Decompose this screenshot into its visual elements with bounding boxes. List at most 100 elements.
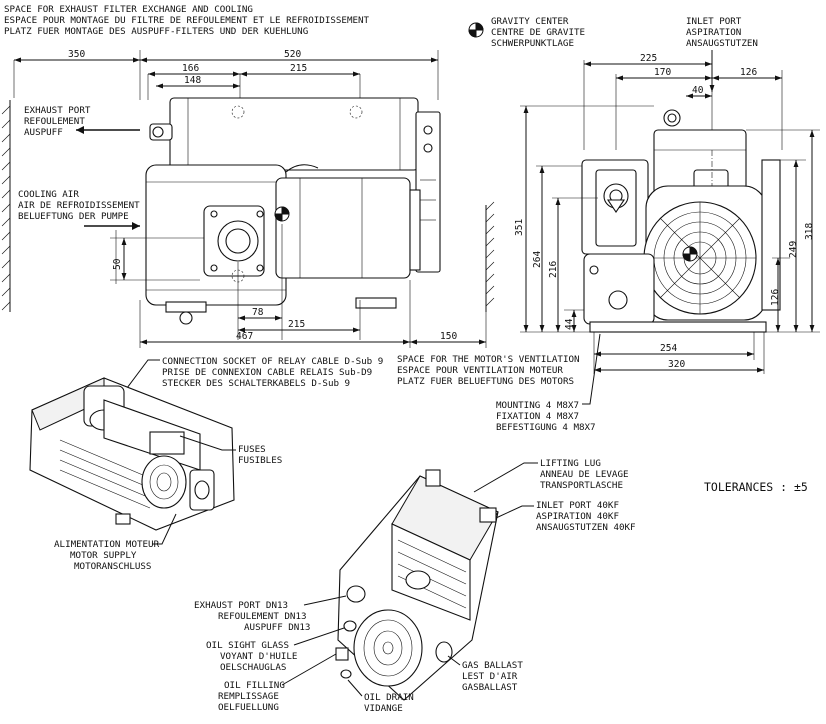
svg-text:44: 44	[564, 318, 575, 330]
svg-text:CENTRE DE GRAVITE: CENTRE DE GRAVITE	[491, 27, 585, 38]
note-inlet-port-40kf: INLET PORT 40KF ASPIRATION 40KF ANSAUGST…	[495, 500, 636, 533]
gravity-center-symbol-icon	[468, 22, 484, 38]
svg-text:SPACE FOR THE MOTOR'S VENTILAT: SPACE FOR THE MOTOR'S VENTILATION	[397, 354, 580, 365]
note-oil-drain: OIL DRAIN VIDANGE	[347, 679, 414, 714]
svg-text:GAS BALLAST: GAS BALLAST	[462, 660, 523, 671]
svg-text:225: 225	[640, 53, 657, 64]
svg-text:REMPLISSAGE: REMPLISSAGE	[218, 691, 279, 702]
svg-text:ANSAUGSTUTZEN: ANSAUGSTUTZEN	[686, 38, 758, 49]
svg-text:EXHAUST PORT: EXHAUST PORT	[24, 105, 91, 116]
note-mounting: MOUNTING 4 M8X7 FIXATION 4 M8X7 BEFESTIG…	[496, 333, 601, 433]
svg-text:REFOULEMENT DN13: REFOULEMENT DN13	[218, 611, 307, 622]
svg-text:FUSES: FUSES	[238, 444, 266, 455]
svg-text:SPACE FOR EXHAUST FILTER EXCHA: SPACE FOR EXHAUST FILTER EXCHANGE AND CO…	[4, 4, 253, 15]
note-fuses: FUSES FUSIBLES	[179, 435, 282, 466]
svg-text:OELFUELLUNG: OELFUELLUNG	[218, 702, 279, 713]
note-motor-supply: ALIMENTATION MOTEUR MOTOR SUPPLY MOTORAN…	[54, 513, 177, 572]
note-lifting-lug: LIFTING LUG ANNEAU DE LEVAGE TRANSPORTLA…	[473, 458, 629, 493]
svg-text:INLET PORT 40KF: INLET PORT 40KF	[536, 500, 619, 511]
svg-text:351: 351	[514, 219, 525, 236]
svg-text:ANSAUGSTUTZEN 40KF: ANSAUGSTUTZEN 40KF	[536, 522, 636, 533]
dimensions-side-top: 350 520 166 215 148	[13, 49, 439, 100]
svg-text:148: 148	[184, 75, 201, 86]
tolerances-note: TOLERANCES : ±5	[704, 480, 808, 494]
svg-text:STECKER DES SCHALTERKABELS D-S: STECKER DES SCHALTERKABELS D-Sub 9	[162, 378, 350, 389]
svg-text:ANNEAU DE LEVAGE: ANNEAU DE LEVAGE	[540, 469, 629, 480]
svg-text:MOUNTING 4 M8X7: MOUNTING 4 M8X7	[496, 400, 579, 411]
svg-text:OIL SIGHT GLASS: OIL SIGHT GLASS	[206, 640, 289, 651]
pump-side-view	[145, 97, 441, 325]
note-oil-filling: OIL FILLING REMPLISSAGE OELFUELLUNG	[218, 653, 337, 713]
wall-hatch-icon	[485, 201, 495, 312]
svg-text:SCHWERPUNKTLAGE: SCHWERPUNKTLAGE	[491, 38, 574, 49]
svg-text:78: 78	[252, 307, 264, 318]
svg-text:150: 150	[440, 331, 457, 342]
pump-isometric-view-rear	[29, 377, 235, 531]
svg-text:215: 215	[290, 63, 307, 74]
svg-text:126: 126	[740, 67, 757, 78]
note-cooling-air: COOLING AIR AIR DE REFROIDISSEMENT BELUE…	[18, 189, 140, 230]
svg-text:PRISE DE CONNEXION CABLE RELAI: PRISE DE CONNEXION CABLE RELAIS Sub-D9	[162, 367, 372, 378]
svg-text:PLATZ FUER BELUEFTUNG DES MOTO: PLATZ FUER BELUEFTUNG DES MOTORS	[397, 376, 574, 387]
svg-text:INLET PORT: INLET PORT	[686, 16, 742, 27]
svg-text:AUSPUFF: AUSPUFF	[24, 127, 63, 138]
svg-text:264: 264	[532, 251, 543, 268]
svg-text:50: 50	[112, 258, 123, 270]
wall-hatch-icon	[1, 100, 11, 312]
svg-text:126: 126	[770, 289, 781, 306]
note-inlet-port-top: INLET PORT ASPIRATION ANSAUGSTUTZEN	[686, 16, 758, 92]
pump-isometric-view-front	[335, 469, 499, 701]
svg-text:216: 216	[548, 261, 559, 278]
note-exhaust-filter-space: SPACE FOR EXHAUST FILTER EXCHANGE AND CO…	[4, 4, 370, 37]
svg-text:ESPACE POUR MONTAGE DU FILTRE: ESPACE POUR MONTAGE DU FILTRE DE REFOULE…	[4, 15, 370, 26]
svg-text:170: 170	[654, 67, 671, 78]
svg-text:520: 520	[284, 49, 301, 60]
dimensions-front-sides: 351 264 216 44 318 249 126 254 320	[514, 105, 820, 374]
svg-text:CONNECTION SOCKET OF RELAY CAB: CONNECTION SOCKET OF RELAY CABLE D-Sub 9	[162, 356, 383, 367]
svg-text:318: 318	[804, 223, 815, 240]
svg-text:OIL DRAIN: OIL DRAIN	[364, 692, 414, 703]
svg-text:350: 350	[68, 49, 85, 60]
svg-text:BEFESTIGUNG 4 M8X7: BEFESTIGUNG 4 M8X7	[496, 422, 596, 433]
svg-text:FIXATION 4 M8X7: FIXATION 4 M8X7	[496, 411, 579, 422]
note-exhaust-port-dn13: EXHAUST PORT DN13 REFOULEMENT DN13 AUSPU…	[194, 595, 347, 633]
svg-text:AUSPUFF DN13: AUSPUFF DN13	[244, 622, 310, 633]
svg-text:ASPIRATION 40KF: ASPIRATION 40KF	[536, 511, 619, 522]
svg-text:320: 320	[668, 359, 685, 370]
svg-text:BELUEFTUNG DER PUMPE: BELUEFTUNG DER PUMPE	[18, 211, 129, 222]
svg-text:MOTOR SUPPLY: MOTOR SUPPLY	[70, 550, 137, 561]
svg-text:LIFTING LUG: LIFTING LUG	[540, 458, 601, 469]
svg-text:PLATZ FUER MONTAGE DES AUSPUFF: PLATZ FUER MONTAGE DES AUSPUFF-FILTERS U…	[4, 26, 308, 37]
dimensions-side-bottom: 50 78 215 467 150	[110, 224, 487, 348]
pump-front-view	[581, 109, 781, 333]
svg-text:467: 467	[236, 331, 253, 342]
svg-text:215: 215	[288, 319, 305, 330]
note-gas-ballast: GAS BALLAST LEST D'AIR GASBALLAST	[447, 655, 523, 693]
svg-text:TRANSPORTLASCHE: TRANSPORTLASCHE	[540, 480, 623, 491]
svg-text:ASPIRATION: ASPIRATION	[686, 27, 741, 38]
note-oil-sight-glass: OIL SIGHT GLASS VOYANT D'HUILE OELSCHAUG…	[206, 627, 345, 673]
svg-text:MOTORANSCHLUSS: MOTORANSCHLUSS	[74, 561, 151, 572]
svg-text:LEST D'AIR: LEST D'AIR	[462, 671, 518, 682]
svg-text:VIDANGE: VIDANGE	[364, 703, 403, 714]
note-motor-ventilation: SPACE FOR THE MOTOR'S VENTILATION ESPACE…	[397, 354, 580, 387]
svg-text:166: 166	[182, 63, 199, 74]
svg-text:GASBALLAST: GASBALLAST	[462, 682, 518, 693]
svg-text:ESPACE POUR VENTILATION MOTEUR: ESPACE POUR VENTILATION MOTEUR	[397, 365, 563, 376]
svg-text:EXHAUST PORT DN13: EXHAUST PORT DN13	[194, 600, 288, 611]
svg-text:COOLING AIR: COOLING AIR	[18, 189, 79, 200]
svg-text:REFOULEMENT: REFOULEMENT	[24, 116, 85, 127]
svg-text:254: 254	[660, 343, 677, 354]
svg-text:AIR DE REFROIDISSEMENT: AIR DE REFROIDISSEMENT	[18, 200, 140, 211]
svg-text:OIL FILLING: OIL FILLING	[224, 680, 285, 691]
svg-text:249: 249	[788, 241, 799, 258]
dimensions-front-top: 225 170 126 40	[583, 53, 783, 150]
svg-text:FUSIBLES: FUSIBLES	[238, 455, 282, 466]
note-exhaust-port-left: EXHAUST PORT REFOULEMENT AUSPUFF	[24, 105, 140, 138]
svg-text:OELSCHAUGLAS: OELSCHAUGLAS	[220, 662, 286, 673]
svg-text:ALIMENTATION MOTEUR: ALIMENTATION MOTEUR	[54, 539, 160, 550]
svg-text:GRAVITY CENTER: GRAVITY CENTER	[491, 16, 569, 27]
gravity-center-legend: GRAVITY CENTER CENTRE DE GRAVITE SCHWERP…	[468, 16, 585, 49]
